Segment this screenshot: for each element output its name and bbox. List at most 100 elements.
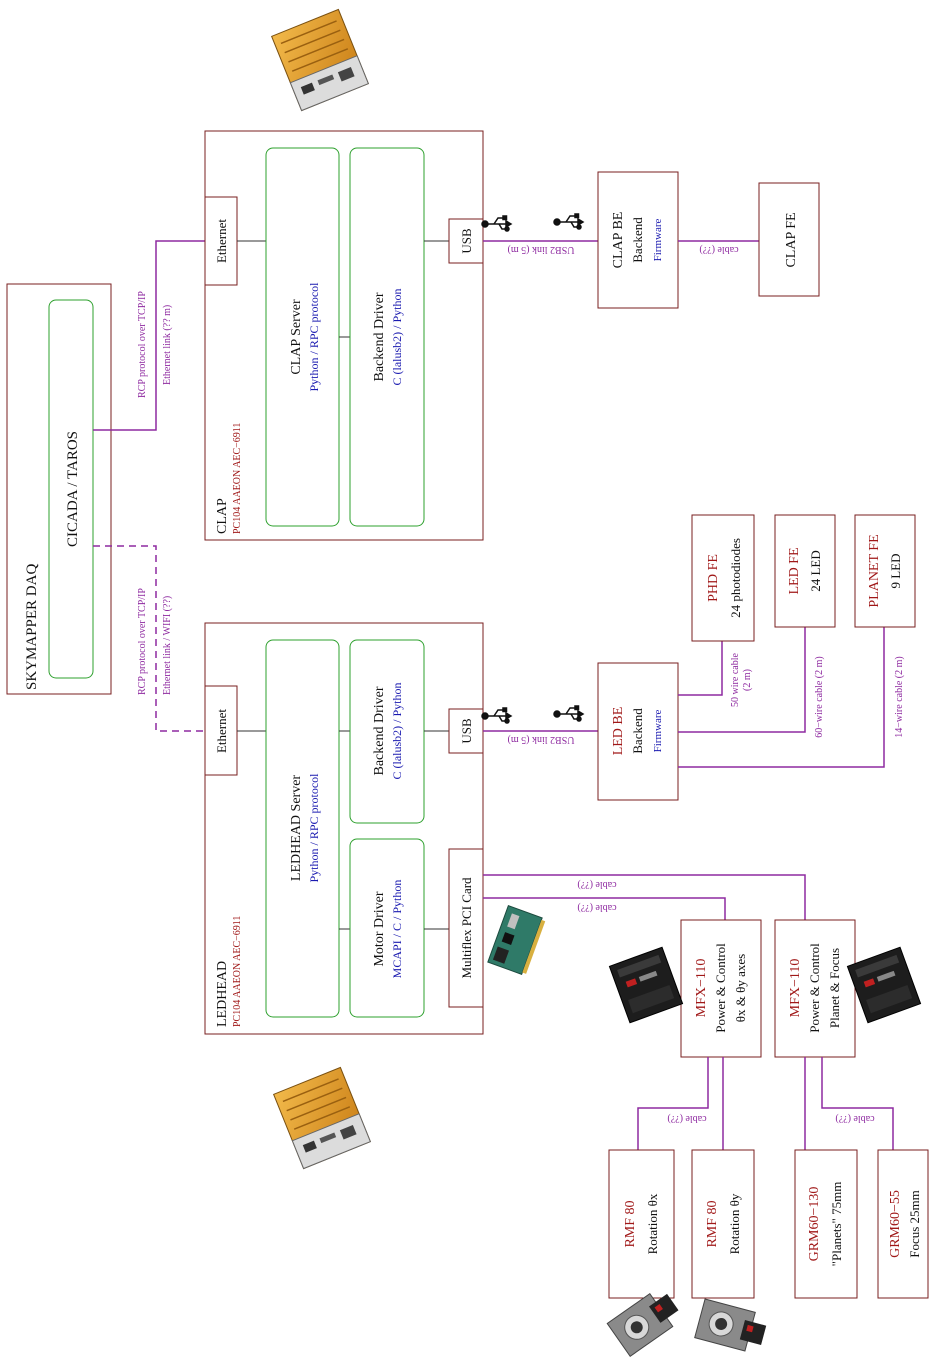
stage-box-4	[877, 1149, 929, 1299]
clap-ethernet-label: Ethernet	[214, 219, 229, 263]
mfx-2-sub2: Planet & Focus	[827, 948, 842, 1028]
mfx-1-title: MFX−110	[694, 959, 709, 1018]
clap-ethernet-box	[204, 196, 238, 286]
usb-icon	[553, 705, 585, 722]
stage-cable-label2: cable (??)	[835, 1113, 874, 1124]
phd-fe-sub: 24 photodiodes	[728, 538, 743, 618]
clap-be-title: CLAP BE	[611, 212, 626, 269]
clap-link-label2: Ethernet link (?? m)	[162, 305, 173, 385]
stage-box-2	[691, 1149, 755, 1299]
daq-box	[6, 283, 112, 695]
clap-driver-box	[349, 147, 425, 527]
pci-card-label: Multiflex PCI Card	[459, 877, 474, 979]
pci-mfx2-cable	[483, 874, 806, 920]
daq-inner-box	[48, 299, 94, 679]
motor-driver-title: Motor Driver	[372, 891, 387, 966]
pci-card-image	[487, 905, 546, 975]
clap-cable-label: cable (??)	[699, 244, 738, 255]
stage-3-title: GRM60−130	[807, 1187, 822, 1262]
clap-server-title: CLAP Server	[289, 299, 304, 375]
motor-controller-image	[846, 946, 922, 1024]
pci-mfx1-cable	[483, 897, 726, 920]
phd-cable-label2: (2 m)	[742, 669, 753, 691]
planet-fe-title: PLANET FE	[867, 534, 882, 607]
pci-card-box	[448, 848, 484, 1008]
ledhead-driver-title: Backend Driver	[372, 686, 387, 775]
stage-2-title: RMF 80	[705, 1200, 720, 1247]
daq-inner-title: CICADA / TAROS	[65, 431, 81, 547]
ledhead-server-sub: Python / RPC protocol	[307, 773, 321, 883]
clap-driver-title: Backend Driver	[372, 292, 387, 381]
stage-2-sub: Rotation θy	[727, 1193, 742, 1254]
ledhead-ethernet-label: Ethernet	[214, 709, 229, 753]
daq-clap-link	[93, 240, 205, 431]
ledhead-ethernet-box	[204, 685, 238, 776]
clap-fe-box	[758, 182, 820, 297]
rotation-stage-image	[606, 1293, 679, 1357]
led-fe-link	[678, 627, 806, 733]
pci-cable-label2: cable (??)	[577, 902, 616, 913]
mfx-2-sub: Power & Control	[807, 943, 822, 1033]
mfx1-stage1-cable	[637, 1057, 709, 1150]
led-fe-title: LED FE	[787, 547, 802, 594]
ledhead-usb-link-label: USB2 link (5 m)	[508, 734, 575, 745]
daq-title: SKYMAPPER DAQ	[24, 564, 40, 690]
mfx-1-sub: Power & Control	[713, 943, 728, 1033]
ledhead-title: LEDHEAD	[215, 961, 230, 1027]
rotation-stage-image	[694, 1298, 767, 1352]
ledhead-server-title: LEDHEAD Server	[289, 775, 304, 881]
ledhead-link-label2: Ethernet link / WIFI (??)	[162, 596, 173, 695]
stage-1-title: RMF 80	[623, 1200, 638, 1247]
motor-driver-box	[349, 838, 425, 1018]
pc104-computer-image	[272, 1066, 372, 1170]
mfx-box-1	[680, 919, 762, 1058]
ledhead-link-label1: RCP protocol over TCP/IP	[137, 588, 148, 695]
clap-driver-sub: C (lalusb2) / Python	[390, 288, 404, 385]
usb-icon	[553, 213, 585, 230]
stage-4-title: GRM60−55	[888, 1190, 903, 1258]
led-fe-sub: 24 LED	[808, 550, 823, 592]
planet-fe-box	[854, 514, 916, 628]
ledhead-driver-box	[349, 639, 425, 824]
clap-usb-label: USB	[459, 228, 474, 254]
clap-server-sub: Python / RPC protocol	[307, 282, 321, 392]
clap-be-box	[597, 171, 679, 309]
led-cable-label: 60−wire cable (2 m)	[814, 656, 825, 737]
led-fe-box	[774, 514, 836, 628]
pci-cable-label1: cable (??)	[577, 879, 616, 890]
phd-cable-label: 50 wire cable	[730, 653, 741, 707]
ledhead-box	[204, 622, 484, 1035]
stage-4-sub: Focus 25mm	[907, 1190, 922, 1258]
usb-icon	[481, 707, 513, 724]
usb-icon	[481, 215, 513, 232]
phd-fe-link	[678, 641, 723, 696]
stage-3-sub: "Planets" 75mm	[829, 1182, 844, 1267]
led-be-fw: Firmware	[652, 710, 664, 753]
daq-ledhead-link	[93, 545, 205, 732]
planet-fe-sub: 9 LED	[888, 553, 903, 588]
ledhead-driver-sub: C (lalusb2) / Python	[390, 682, 404, 779]
clap-be-fw: Firmware	[652, 219, 664, 262]
phd-fe-title: PHD FE	[706, 554, 721, 602]
led-be-title: LED BE	[611, 707, 626, 756]
stage-1-sub: Rotation θx	[645, 1193, 660, 1254]
motor-driver-sub: MCAPI / C / Python	[390, 880, 404, 979]
stage-box-3	[794, 1149, 858, 1299]
mfx-box-2	[774, 919, 856, 1058]
ledhead-server-box	[265, 639, 340, 1018]
pc104-computer-image	[270, 8, 370, 112]
ledhead-usb-label: USB	[459, 718, 474, 744]
mfx-2-title: MFX−110	[788, 959, 803, 1018]
planet-fe-link	[678, 627, 885, 768]
ledhead-subtitle: PC104 AAEON AEC−6911	[232, 916, 243, 1027]
clap-be-sub: Backend	[630, 217, 645, 263]
ledhead-usb-box	[448, 708, 484, 754]
led-be-box	[597, 662, 679, 801]
led-be-sub: Backend	[630, 708, 645, 754]
phd-fe-box	[691, 514, 755, 642]
stage-box-1	[608, 1149, 675, 1299]
stage-cable-label1: cable (??)	[667, 1113, 706, 1124]
planet-cable-label: 14−wire cable (2 m)	[894, 656, 905, 737]
mfx-1-sub2: θx & θy axes	[733, 954, 748, 1022]
